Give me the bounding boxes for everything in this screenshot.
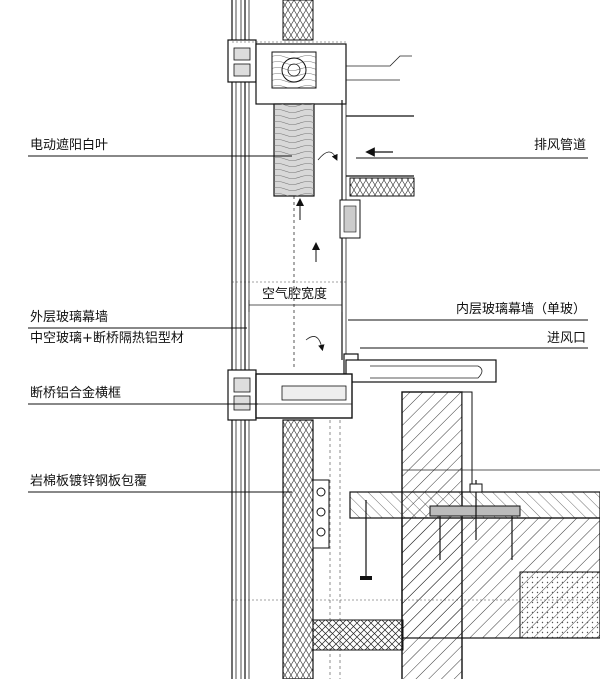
label-outer-wall-line2: 中空玻璃+断桥隔热铝型材 — [30, 331, 184, 346]
outer-glass-wall — [231, 0, 250, 679]
cavity-dimension — [248, 300, 343, 312]
label-transom: 断桥铝合金横框 — [30, 386, 122, 401]
airflow-arrows — [296, 151, 338, 352]
top-insulation-panel — [282, 0, 314, 41]
label-outer-wall-line1: 外层玻璃幕墙 — [30, 310, 109, 325]
lower-transom-frame — [227, 369, 353, 421]
label-inner-wall: 内层玻璃幕墙（单玻） — [455, 302, 586, 317]
upper-transom-frame — [227, 39, 412, 105]
exhaust-duct — [346, 115, 415, 197]
inner-glass-wall — [339, 100, 361, 360]
air-inlet-frame — [343, 353, 497, 383]
rockwool-panel — [282, 419, 404, 679]
callout-leaders — [28, 155, 588, 493]
label-air-inlet: 进风口 — [546, 331, 586, 346]
label-rockwool: 岩棉板镀锌钢板包覆 — [30, 474, 148, 489]
steel-bracket — [360, 480, 521, 580]
label-exhaust-duct: 排风管道 — [533, 138, 586, 153]
label-blind: 电动遮阳白叶 — [30, 138, 109, 153]
motorized-blind — [273, 103, 315, 370]
label-air-cavity: 空气腔宽度 — [262, 287, 328, 302]
reference-lines — [232, 41, 600, 679]
